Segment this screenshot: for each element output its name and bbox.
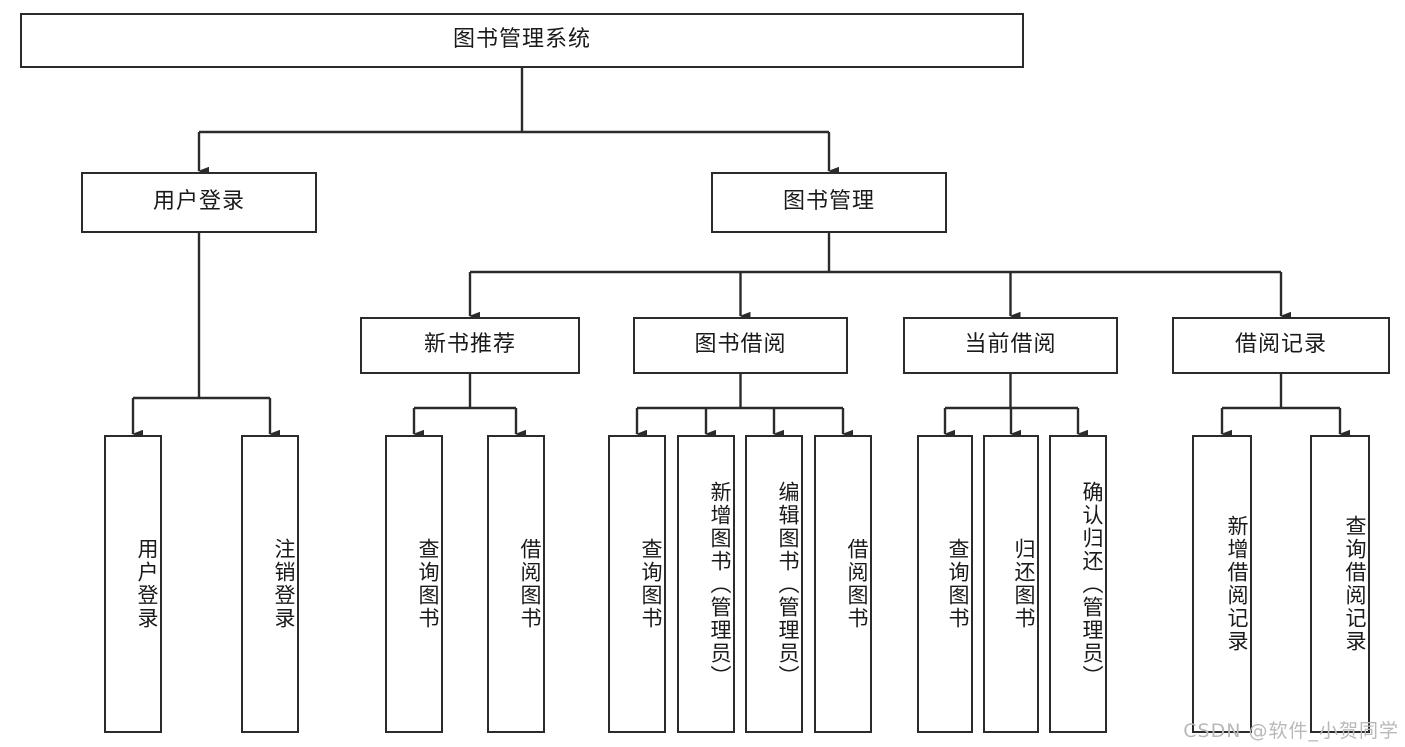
node-label: 图书管理 [782,189,875,215]
node-cur-confirm[interactable]: 确认归还（管理员） [1049,435,1107,733]
node-label: 查询图书 [639,538,663,630]
node-rec-query[interactable]: 查询借阅记录 [1310,435,1370,733]
node-label: 注销登录 [272,538,296,630]
node-label: 确认归还（管理员） [1080,480,1104,688]
node-label: 新书推荐 [423,332,516,358]
node-label: 图书管理系统 [452,27,591,53]
node-current[interactable]: 当前借阅 [903,317,1118,374]
node-label: 查询借阅记录 [1343,515,1367,653]
node-nb-borrow[interactable]: 借阅图书 [487,435,545,733]
node-label: 编辑图书（管理员） [776,480,800,688]
node-label: 借阅记录 [1234,332,1327,358]
node-bk-query[interactable]: 查询图书 [608,435,666,733]
node-cur-query[interactable]: 查询图书 [917,435,973,733]
node-label: 新增图书（管理员） [708,480,732,688]
node-label: 借阅图书 [518,538,542,630]
node-label: 查询图书 [946,538,970,630]
node-userlogin[interactable]: 用户登录 [104,435,162,733]
node-label: 当前借阅 [964,332,1057,358]
node-newbook[interactable]: 新书推荐 [360,317,580,374]
node-nb-query[interactable]: 查询图书 [385,435,443,733]
node-borrow[interactable]: 图书借阅 [633,317,848,374]
node-bk-edit[interactable]: 编辑图书（管理员） [745,435,803,733]
node-records[interactable]: 借阅记录 [1172,317,1390,374]
node-label: 查询图书 [416,538,440,630]
node-label: 借阅图书 [845,538,869,630]
node-cur-return[interactable]: 归还图书 [983,435,1039,733]
node-label: 用户登录 [152,189,245,215]
node-logout[interactable]: 注销登录 [241,435,299,733]
node-bk-borrow[interactable]: 借阅图书 [814,435,872,733]
node-bookmgmt[interactable]: 图书管理 [711,172,947,233]
node-bk-add[interactable]: 新增图书（管理员） [677,435,735,733]
node-label: 新增借阅记录 [1225,515,1249,653]
csdn-watermark: CSDN @软件_小贺同学 [1183,720,1399,742]
node-label: 用户登录 [135,538,159,630]
node-label: 图书借阅 [694,332,787,358]
node-rec-add[interactable]: 新增借阅记录 [1192,435,1252,733]
node-root[interactable]: 图书管理系统 [20,13,1024,68]
node-login[interactable]: 用户登录 [81,172,317,233]
node-label: 归还图书 [1012,538,1036,630]
